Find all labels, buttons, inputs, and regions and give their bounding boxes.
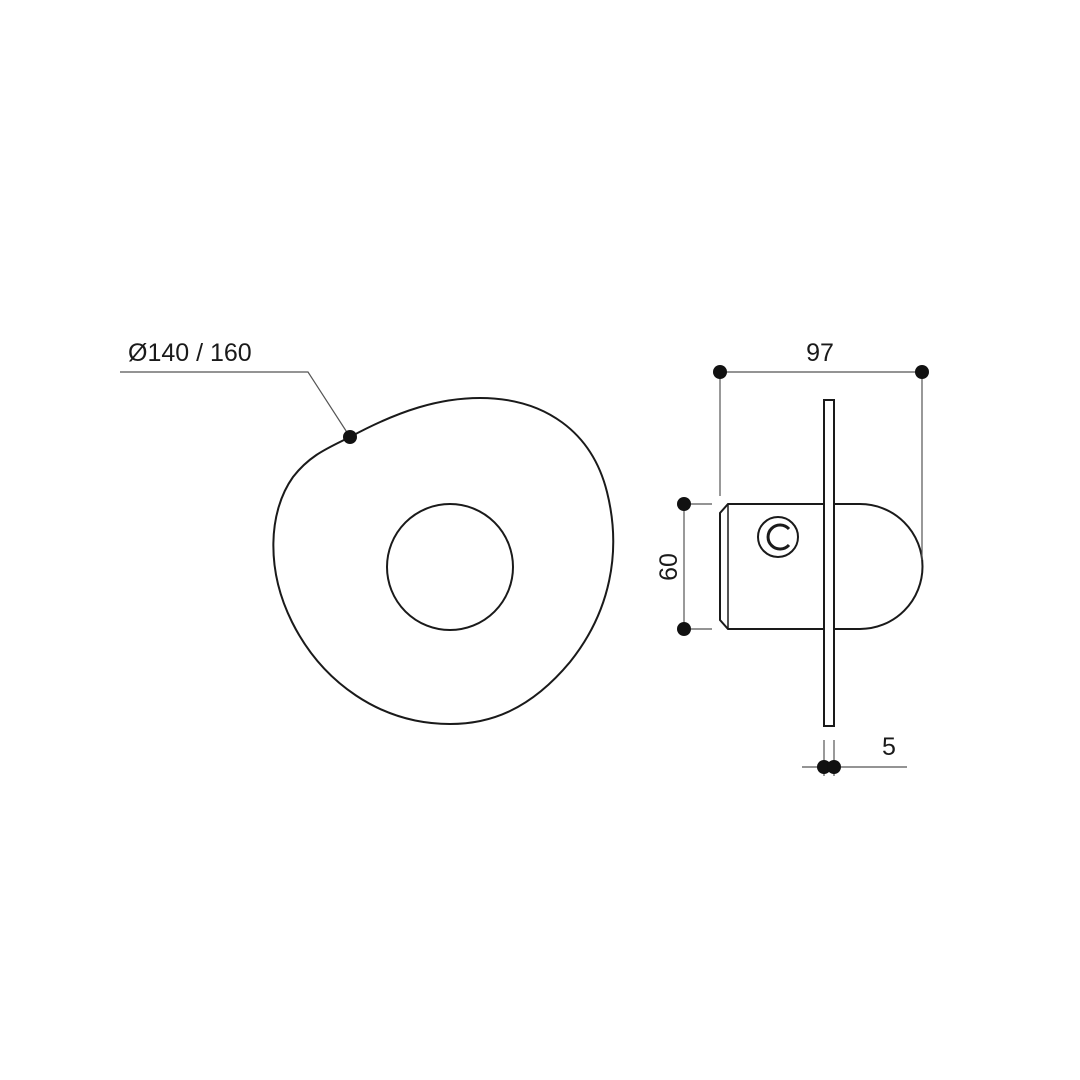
cover-plate-outline bbox=[272, 396, 615, 726]
diameter-label: Ø140 / 160 bbox=[128, 339, 252, 367]
thickness-dimension: 5 bbox=[802, 733, 907, 776]
height-dimension: 60 bbox=[655, 497, 712, 636]
height-label: 60 bbox=[655, 553, 683, 581]
temperature-indicator bbox=[757, 516, 799, 558]
diameter-leader-line bbox=[120, 371, 351, 438]
front-view bbox=[272, 396, 615, 726]
wall-plate bbox=[823, 399, 835, 727]
depth-dimension: 97 bbox=[713, 339, 929, 560]
depth-label: 97 bbox=[806, 339, 834, 367]
indicator-c-icon bbox=[766, 523, 791, 551]
diameter-dimension: Ø140 / 160 bbox=[120, 339, 357, 444]
side-view bbox=[719, 399, 924, 727]
diameter-dot bbox=[343, 430, 357, 444]
thickness-label: 5 bbox=[882, 733, 896, 761]
handle-body bbox=[719, 503, 924, 630]
handle-circle bbox=[386, 503, 514, 631]
